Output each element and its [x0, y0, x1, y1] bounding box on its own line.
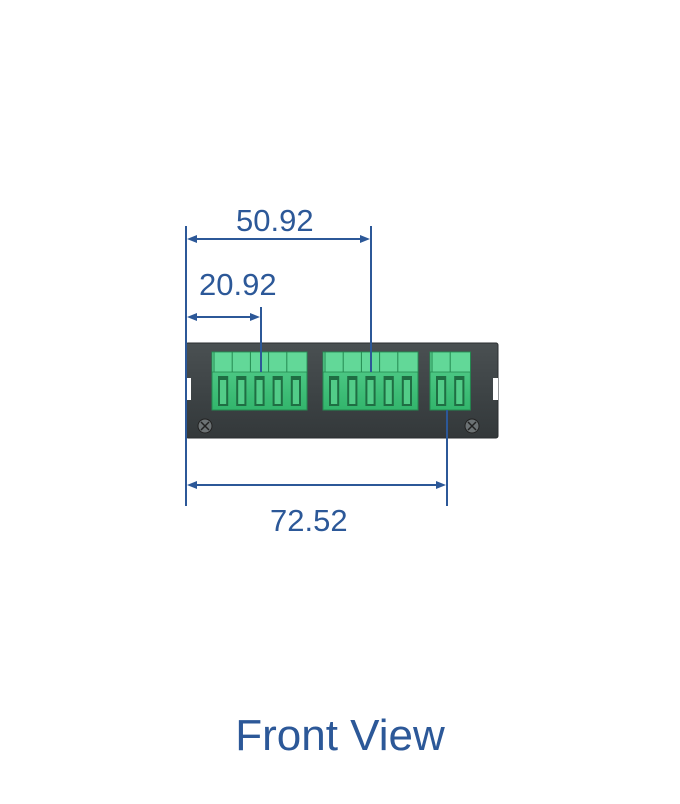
terminal-block-right — [429, 351, 471, 411]
terminal-pin — [213, 352, 229, 406]
dimension-label-d3: 72.52 — [270, 503, 348, 538]
terminal-pin — [324, 352, 340, 406]
terminal-pin — [268, 352, 283, 406]
terminal-pin — [342, 352, 358, 406]
dimension-label-d1: 20.92 — [199, 267, 277, 302]
terminal-pin — [249, 352, 265, 406]
terminal-pin — [379, 352, 394, 406]
dimension-label-d2: 50.92 — [236, 203, 314, 238]
left-notch — [186, 378, 191, 400]
terminal-blocks — [211, 351, 471, 411]
screw-icon-left — [197, 418, 213, 434]
dimension-lines — [185, 226, 448, 506]
terminal-pin — [231, 352, 247, 406]
terminal-pin — [449, 352, 465, 406]
dimension-line-d2 — [187, 235, 370, 243]
terminal-pin — [397, 352, 412, 406]
terminal-pin — [286, 352, 301, 406]
terminal-block-left — [211, 351, 308, 411]
right-notch — [493, 378, 498, 400]
dimension-line-d3 — [187, 481, 446, 489]
terminal-pin — [360, 352, 376, 406]
screw-icon-right — [464, 418, 480, 434]
terminal-pin — [431, 352, 447, 406]
view-title: Front View — [235, 711, 445, 760]
dimension-line-d1 — [187, 313, 260, 321]
